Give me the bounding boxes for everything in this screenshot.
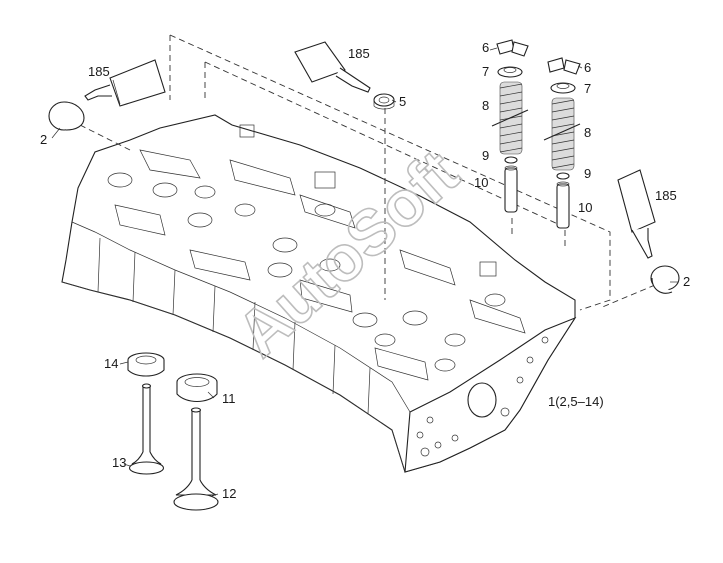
callout-sealant-top: 185	[348, 46, 370, 61]
valve-train-right	[543, 57, 581, 229]
callout-seal-5: 5	[399, 94, 406, 109]
sealant-tube-right	[617, 169, 656, 259]
valve-seat-14	[127, 352, 165, 377]
leader-lines	[51, 47, 678, 497]
callout-retainer-right: 7	[584, 81, 591, 96]
callout-collet-left: 6	[482, 40, 489, 55]
callout-guide-right: 10	[578, 200, 592, 215]
assembly-guide-lines	[79, 34, 656, 311]
callout-seat-11: 11	[222, 391, 236, 406]
callout-sealant-right: 185	[655, 188, 677, 203]
valve-12	[173, 407, 219, 511]
callout-plug-left: 2	[40, 132, 47, 147]
seal-5	[373, 93, 395, 110]
callout-labels: 185 185 185 2 2 5 6 6 7 7 8 8 9 9 10 10 …	[40, 40, 690, 501]
cylinder-head-body	[61, 114, 577, 473]
callout-spring-right: 8	[584, 125, 591, 140]
callout-stem-seal-right: 9	[584, 166, 591, 181]
callout-sealant-left: 185	[88, 64, 110, 79]
valve-train-left	[491, 39, 529, 213]
valve-seat-11	[176, 373, 218, 403]
callout-valve-12: 12	[222, 486, 236, 501]
callout-plug-right: 2	[683, 274, 690, 289]
plug-left	[48, 101, 85, 131]
valve-13	[128, 383, 165, 475]
callout-collet-right: 6	[584, 60, 591, 75]
callout-assembly: 1(2,5–14)	[548, 394, 604, 409]
sealant-tube-top	[294, 41, 371, 93]
callout-spring-left: 8	[482, 98, 489, 113]
callout-guide-left: 10	[474, 175, 488, 190]
callout-stem-seal-left: 9	[482, 148, 489, 163]
callout-seat-14: 14	[104, 356, 118, 371]
callout-valve-13: 13	[112, 455, 126, 470]
callout-retainer-left: 7	[482, 64, 489, 79]
sealant-tube-left	[84, 59, 166, 107]
plug-right	[650, 265, 680, 294]
